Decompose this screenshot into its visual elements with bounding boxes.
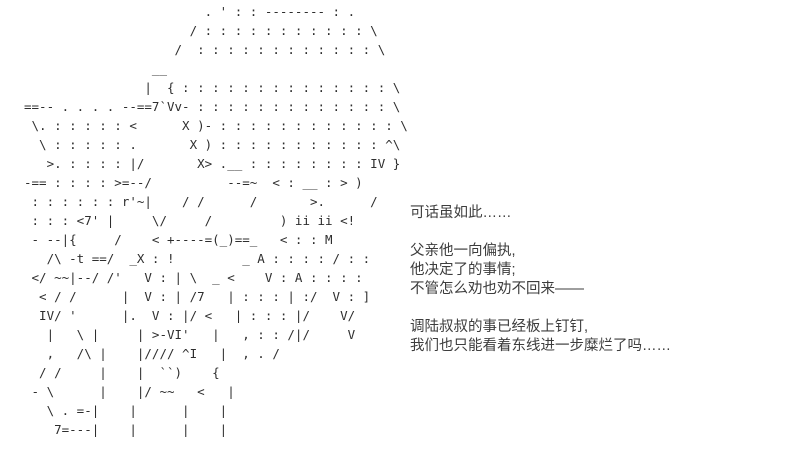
dialogue-paragraph-3: 调陆叔叔的事已经板上钉钉, 我们也只能看着东线进一步糜烂了吗……	[410, 319, 671, 354]
ascii-art-character: . ' : : -------- : . / : : : : : : : : :…	[24, 4, 408, 437]
dialogue-paragraph-1: 可话虽如此……	[410, 205, 512, 221]
dialogue-paragraph-2: 父亲他一向偏执, 他决定了的事情; 不管怎么劝也劝不回来——	[410, 243, 584, 297]
dialogue-text: 可话虽如此…… 父亲他一向偏执, 他决定了的事情; 不管怎么劝也劝不回来—— 调…	[410, 204, 790, 375]
